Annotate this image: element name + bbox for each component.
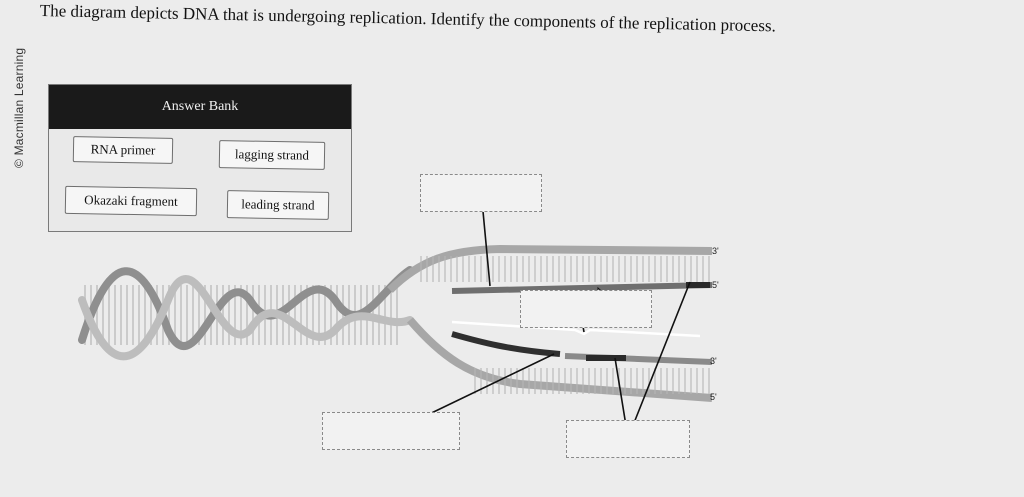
- drop-target-bottom-left[interactable]: [322, 412, 460, 450]
- drop-target-middle[interactable]: [520, 290, 652, 328]
- drop-target-top[interactable]: [420, 174, 542, 212]
- lagging-primer: [586, 355, 626, 361]
- strand-end-label-lower-new: 3': [710, 356, 717, 366]
- upper-new-strand: [451, 282, 713, 294]
- answer-bank-header: Answer Bank: [49, 85, 351, 129]
- upper-primer: [686, 282, 710, 288]
- double-helix: [78, 266, 414, 361]
- answer-bank: Answer Bank RNA primer lagging strand Ok…: [48, 84, 352, 232]
- strand-end-label-upper-new: 5': [712, 280, 719, 290]
- lagging-fragment-1: [451, 331, 561, 357]
- drop-target-bottom-right[interactable]: [566, 420, 690, 458]
- strand-end-label-lower-parental: 5': [710, 392, 717, 402]
- strand-end-label-upper-parental: 3': [712, 246, 719, 256]
